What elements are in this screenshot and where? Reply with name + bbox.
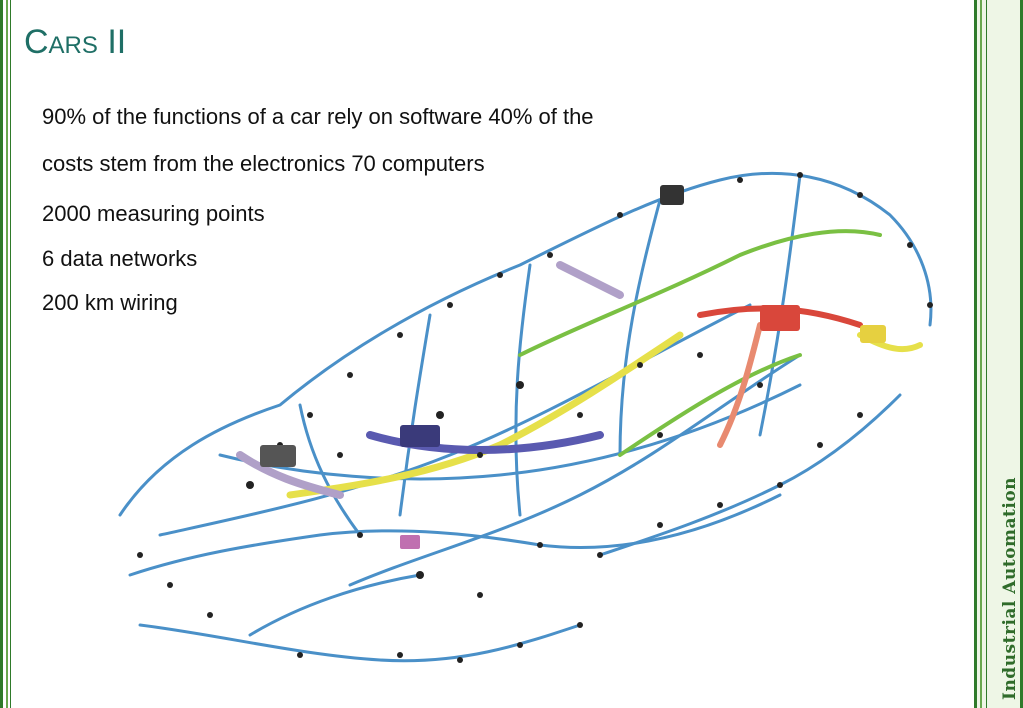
side-label: Industrial Automation [1000,476,1020,700]
left-border [0,0,12,708]
bullet-text: costs stem from the electronics 70 compu… [42,151,485,176]
slide-title: Cars II [24,23,127,61]
bullet-text: 6 data networks [42,246,198,271]
right-border-panel [974,0,1023,708]
wiring-harness-image [118,171,933,663]
bullet-text: 2000 measuring points [42,201,265,226]
bullet-text: 200 km wiring [42,290,178,315]
bullet-text: 90% of the functions of a car rely on so… [42,104,594,129]
